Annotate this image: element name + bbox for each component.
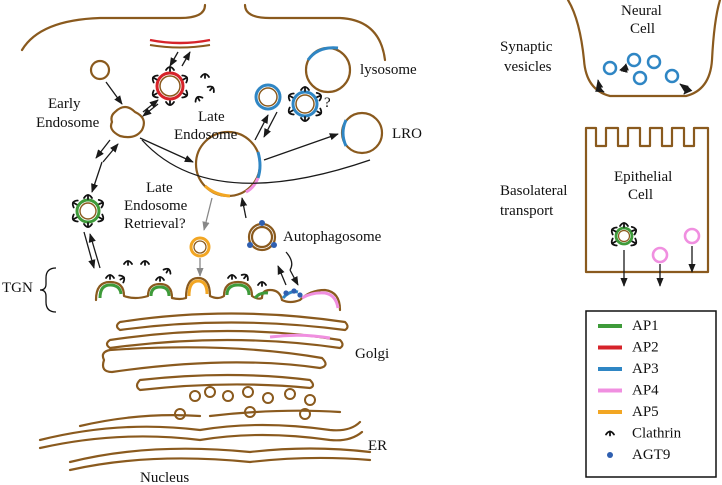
- legend-label: AP4: [632, 383, 659, 399]
- late-endosome-label-1: Late: [198, 109, 225, 125]
- small-vesicle: [89, 59, 111, 81]
- legend-label: AP5: [632, 404, 659, 420]
- early-endosome-label-1: Early: [48, 96, 81, 112]
- retrieval-label-3: Retrieval?: [124, 216, 186, 232]
- legend-item-clathrin: Clathrin: [605, 426, 682, 442]
- ap2-coated-pit-inner: [149, 44, 211, 49]
- nucleus-label: Nucleus: [140, 470, 189, 485]
- retrieval-label-1: Late: [146, 180, 173, 196]
- late-endosome-label-2: Endosome: [174, 127, 238, 143]
- legend-label: AGT9: [632, 447, 670, 463]
- question-label: ?: [324, 95, 331, 111]
- neural-label-1: Neural: [621, 3, 662, 19]
- golgi-label: Golgi: [355, 346, 389, 362]
- lro: [340, 111, 384, 155]
- neural-cell-membrane: [566, 0, 722, 98]
- epithelial-ap4-vesicle-1: [651, 246, 669, 264]
- synaptic-vesicles: [602, 52, 680, 86]
- legend-label: AP1: [632, 318, 659, 334]
- early-endosome-label-2: Endosome: [36, 115, 100, 131]
- legend-label: Clathrin: [632, 426, 682, 442]
- legend-item-agt9: AGT9: [607, 447, 670, 463]
- er: [38, 409, 372, 472]
- lysosome-label: lysosome: [360, 62, 417, 78]
- tgn-buds: [94, 260, 342, 312]
- autophagosome: [247, 220, 277, 252]
- ap3-clathrin-vesicle: [286, 86, 324, 122]
- legend-item-ap4: AP4: [598, 383, 659, 399]
- legend-box: [585, 310, 717, 478]
- plasma-membrane: [20, 3, 387, 62]
- ap2-clathrin-vesicle: [150, 66, 190, 106]
- lro-label: LRO: [392, 126, 422, 142]
- ap2-coated-pit: [149, 38, 211, 45]
- legend-item-ap5: AP5: [598, 404, 659, 420]
- free-clathrin: [193, 73, 217, 104]
- tgn-label: TGN: [2, 280, 33, 296]
- retrieval-label-2: Endosome: [124, 198, 188, 214]
- epithelial-label-2: Cell: [628, 187, 653, 203]
- epithelial-cell-membrane: [584, 126, 710, 274]
- ap3-vesicle: [254, 83, 282, 111]
- tgn-brace: [39, 267, 57, 313]
- legend-label: AP2: [632, 340, 659, 356]
- synaptic-label-2: vesicles: [504, 59, 552, 75]
- agt9-dot-icon: [607, 452, 613, 458]
- neural-label-2: Cell: [630, 21, 655, 37]
- legend-item-ap2: AP2: [598, 340, 659, 356]
- legend-label: AP3: [632, 361, 659, 377]
- legend-item-ap1: AP1: [598, 318, 659, 334]
- epithelial-ap1-vesicle: [609, 222, 639, 248]
- golgi-vesicles: [174, 386, 316, 420]
- ap1-clathrin-vesicle: [70, 194, 106, 228]
- er-label: ER: [368, 438, 387, 454]
- basolateral-label-2: transport: [500, 203, 554, 219]
- autophagosome-label: Autophagosome: [283, 229, 382, 245]
- ap5-vesicle: [189, 236, 211, 258]
- golgi-stack: [101, 312, 349, 392]
- epithelial-label-1: Epithelial: [614, 169, 672, 185]
- basolateral-label-1: Basolateral: [500, 183, 567, 199]
- epithelial-ap4-vesicle-2: [683, 227, 701, 245]
- early-endosome: [109, 105, 145, 139]
- legend-item-ap3: AP3: [598, 361, 659, 377]
- synaptic-label-1: Synaptic: [500, 39, 553, 55]
